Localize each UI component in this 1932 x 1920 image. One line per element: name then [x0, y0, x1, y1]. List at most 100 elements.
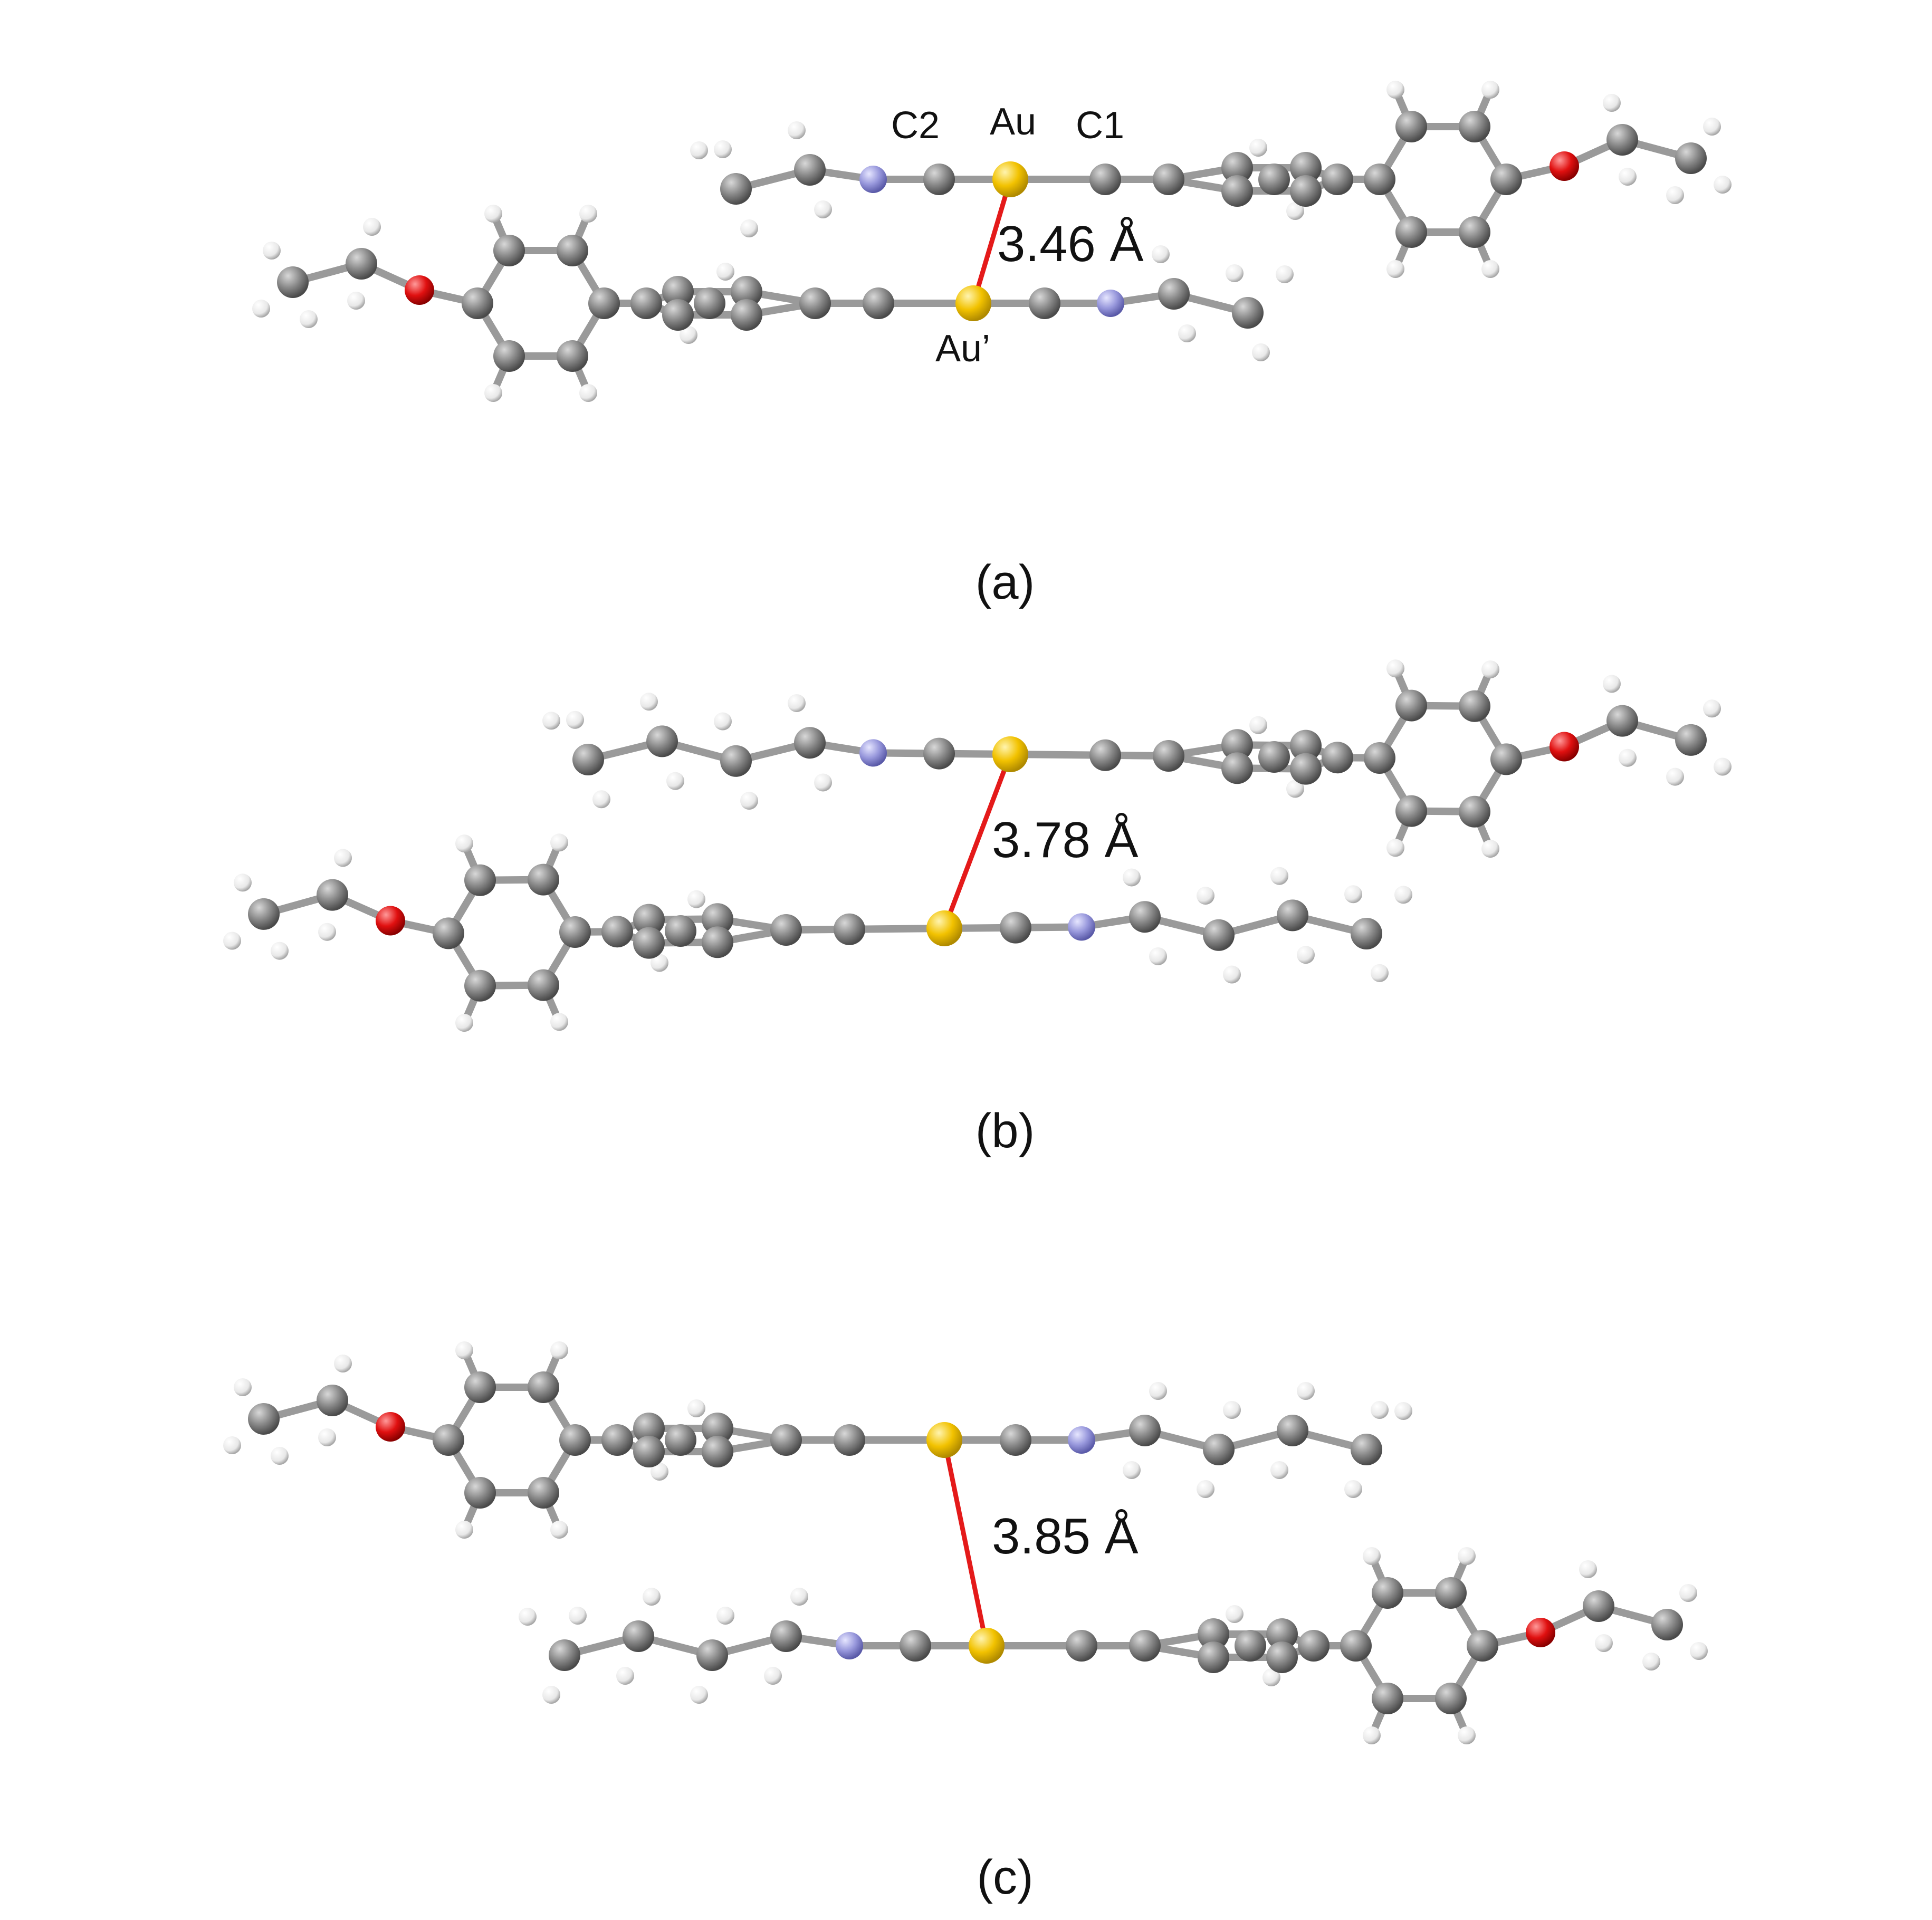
carbon-atom [665, 915, 696, 947]
carbon-atom [1459, 111, 1490, 142]
panel-a-atoms [252, 81, 1732, 402]
carbon-atom [433, 917, 464, 949]
carbon-atom [464, 969, 496, 1002]
nitrogen-atom [1097, 290, 1124, 317]
carbon-atom [248, 1403, 280, 1435]
hydrogen-atom [542, 712, 560, 730]
carbon-atom [1000, 1424, 1031, 1456]
carbon-atom [1606, 124, 1638, 156]
hydrogen-atom [455, 1521, 473, 1539]
label-c2: C2 [891, 104, 940, 147]
carbon-atom [1266, 1641, 1298, 1673]
carbon-atom [1129, 901, 1161, 933]
hydrogen-atom [716, 1607, 734, 1625]
carbon-atom [559, 1424, 591, 1456]
gold-atom [955, 285, 991, 321]
hydrogen-atom [1371, 1401, 1389, 1419]
carbon-atom [863, 287, 894, 319]
carbon-atom [799, 287, 831, 319]
carbon-atom [557, 235, 588, 266]
panel-caption-b: (b) [975, 1104, 1035, 1158]
hydrogen-atom [334, 849, 352, 867]
carbon-atom [601, 916, 633, 948]
hydrogen-atom [1263, 1668, 1280, 1686]
carbon-atom [1129, 1415, 1161, 1446]
carbon-atom [1277, 899, 1308, 932]
hydrogen-atom [640, 693, 658, 711]
carbon-atom [1153, 740, 1184, 772]
carbon-atom [694, 287, 725, 319]
carbon-atom [1153, 164, 1184, 195]
carbon-atom [1364, 742, 1395, 774]
carbon-atom [770, 1620, 802, 1652]
aurophilic-contact [942, 752, 1013, 931]
panel-c: 3.85 Å (c) [223, 1341, 1708, 1904]
hydrogen-atom [1394, 1402, 1412, 1420]
carbon-atom [770, 914, 802, 946]
hydrogen-atom [271, 1447, 289, 1465]
carbon-atom [1364, 164, 1395, 195]
oxygen-atom [1550, 732, 1579, 762]
hydrogen-atom [455, 834, 473, 853]
hydrogen-atom [1619, 168, 1637, 186]
nitrogen-atom [1068, 1426, 1095, 1454]
hydrogen-atom [1226, 264, 1244, 282]
hydrogen-atom [1394, 886, 1412, 904]
carbon-atom [572, 744, 604, 775]
carbon-atom [834, 1424, 865, 1456]
carbon-atom [1459, 216, 1490, 248]
hydrogen-atom [1286, 202, 1304, 220]
carbon-atom [665, 1424, 696, 1456]
carbon-atom [1490, 743, 1522, 775]
hydrogen-atom [814, 773, 832, 792]
hydrogen-atom [690, 141, 708, 159]
hydrogen-atom [1642, 1653, 1660, 1671]
hydrogen-atom [814, 200, 832, 218]
hydrogen-atom [542, 1686, 560, 1704]
carbon-atom [794, 154, 826, 186]
carbon-atom [1000, 911, 1031, 944]
hydrogen-atom [1679, 1584, 1697, 1602]
hydrogen-atom [1703, 118, 1721, 136]
carbon-atom [834, 913, 865, 945]
hydrogen-atom [1714, 176, 1732, 194]
hydrogen-atom [1197, 1480, 1214, 1498]
label-c1: C1 [1076, 104, 1124, 147]
hydrogen-atom [1249, 716, 1267, 734]
hydrogen-atom [1152, 245, 1170, 263]
carbon-atom [1158, 278, 1190, 310]
carbon-atom [623, 1620, 654, 1652]
carbon-atom [1203, 919, 1235, 951]
carbon-atom [662, 276, 694, 308]
label-au: Au [990, 101, 1036, 143]
carbon-atom [1258, 741, 1290, 773]
hydrogen-atom [1371, 964, 1389, 982]
carbon-atom [731, 299, 762, 331]
hydrogen-atom [1297, 946, 1315, 964]
carbon-atom [1290, 175, 1322, 207]
hydrogen-atom [1276, 265, 1294, 283]
carbon-atom [1221, 729, 1253, 761]
carbon-atom [923, 737, 955, 770]
carbon-atom [1198, 1641, 1229, 1673]
carbon-atom [1351, 1434, 1382, 1465]
carbon-atom [1258, 164, 1290, 195]
hydrogen-atom [1344, 885, 1362, 904]
hydrogen-atom [579, 205, 597, 223]
hydrogen-atom [550, 1521, 568, 1539]
carbon-atom [248, 898, 280, 930]
hydrogen-atom [1363, 1547, 1381, 1565]
carbon-atom [1395, 795, 1427, 827]
hydrogen-atom [1666, 186, 1684, 204]
hydrogen-atom [651, 954, 668, 972]
gold-atom [926, 1422, 962, 1458]
carbon-atom [1290, 729, 1322, 762]
label-au-prime: Au’ [935, 328, 990, 370]
panel-b-atoms [223, 659, 1732, 1032]
hydrogen-atom [1386, 81, 1404, 99]
carbon-atom [277, 266, 309, 298]
gold-atom [992, 161, 1028, 197]
hydrogen-atom [1149, 1382, 1167, 1400]
hydrogen-atom [252, 300, 270, 318]
